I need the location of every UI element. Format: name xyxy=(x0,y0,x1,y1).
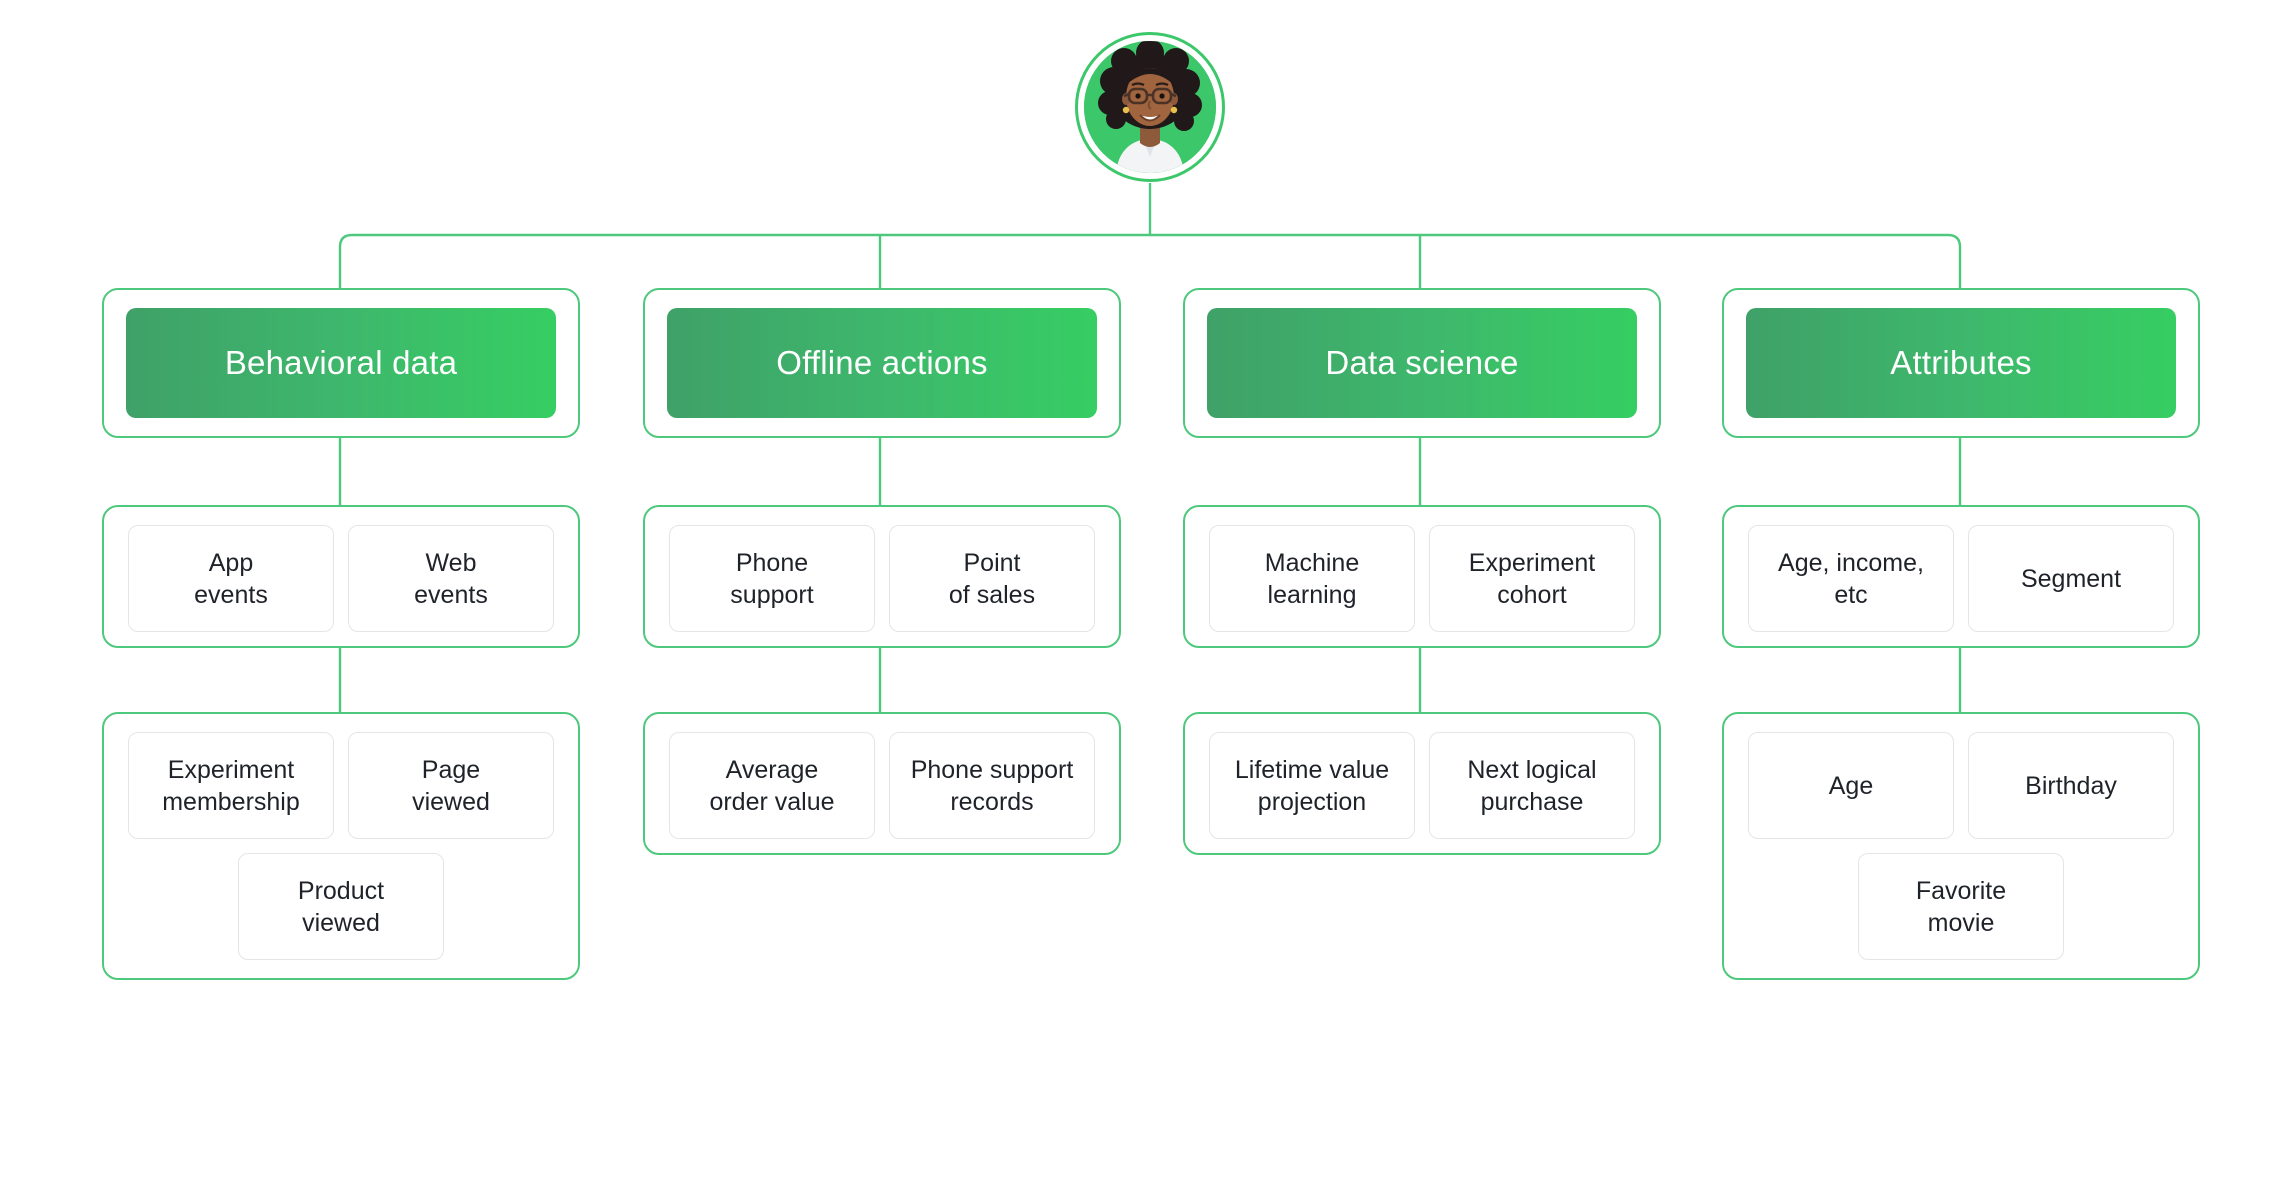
chip-average-order-value[interactable]: Average order value xyxy=(669,732,875,839)
root-avatar[interactable] xyxy=(1075,32,1225,182)
chip-web-events[interactable]: Web events xyxy=(348,525,554,632)
header-panel-behavioral-data[interactable]: Behavioral data xyxy=(102,288,580,438)
chip-favorite-movie[interactable]: Favorite movie xyxy=(1858,853,2064,960)
chip-next-logical-purchase[interactable]: Next logical purchase xyxy=(1429,732,1635,839)
chip-page-viewed[interactable]: Page viewed xyxy=(348,732,554,839)
row-panel-behavioral-row-2: Experiment membership Page viewed Produc… xyxy=(102,712,580,980)
chip-phone-support-records[interactable]: Phone support records xyxy=(889,732,1095,839)
header-label-offline-actions: Offline actions xyxy=(667,308,1097,418)
chip-phone-support[interactable]: Phone support xyxy=(669,525,875,632)
chip-product-viewed[interactable]: Product viewed xyxy=(238,853,444,960)
chip-point-of-sales[interactable]: Point of sales xyxy=(889,525,1095,632)
person-portrait-icon xyxy=(1084,41,1216,173)
row-panel-offline-row-2: Average order value Phone support record… xyxy=(643,712,1121,855)
row-panel-attributes-row-1: Age, income, etc Segment xyxy=(1722,505,2200,648)
chip-age[interactable]: Age xyxy=(1748,732,1954,839)
header-panel-data-science[interactable]: Data science xyxy=(1183,288,1661,438)
chip-experiment-membership[interactable]: Experiment membership xyxy=(128,732,334,839)
header-panel-offline-actions[interactable]: Offline actions xyxy=(643,288,1121,438)
row-panel-offline-row-1: Phone support Point of sales xyxy=(643,505,1121,648)
header-label-attributes: Attributes xyxy=(1746,308,2176,418)
row-panel-datascience-row-1: Machine learning Experiment cohort xyxy=(1183,505,1661,648)
chip-birthday[interactable]: Birthday xyxy=(1968,732,2174,839)
row-panel-datascience-row-2: Lifetime value projection Next logical p… xyxy=(1183,712,1661,855)
chip-experiment-cohort[interactable]: Experiment cohort xyxy=(1429,525,1635,632)
header-label-data-science: Data science xyxy=(1207,308,1637,418)
row-panel-attributes-row-2: Age Birthday Favorite movie xyxy=(1722,712,2200,980)
header-label-behavioral-data: Behavioral data xyxy=(126,308,556,418)
header-panel-attributes[interactable]: Attributes xyxy=(1722,288,2200,438)
connector-bus xyxy=(338,233,1962,288)
row-panel-behavioral-row-1: App events Web events xyxy=(102,505,580,648)
chip-app-events[interactable]: App events xyxy=(128,525,334,632)
chip-machine-learning[interactable]: Machine learning xyxy=(1209,525,1415,632)
chip-segment[interactable]: Segment xyxy=(1968,525,2174,632)
chip-lifetime-value-projection[interactable]: Lifetime value projection xyxy=(1209,732,1415,839)
chip-age-income-etc[interactable]: Age, income, etc xyxy=(1748,525,1954,632)
